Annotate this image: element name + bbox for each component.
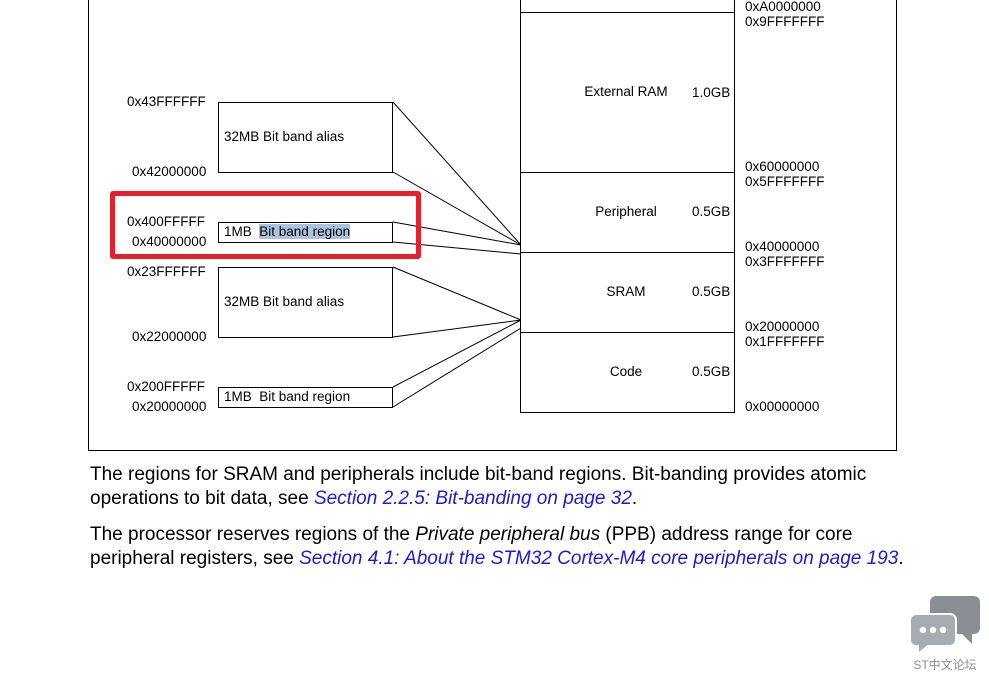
paragraph-2-text-a: The processor reserves regions of the xyxy=(90,524,416,545)
addr-right-60000000: 0x60000000 xyxy=(745,159,820,174)
connector-lines xyxy=(392,101,522,408)
bit-band-region-line-1: 1MB Bit band region xyxy=(224,224,351,240)
bit-band-region-label-selected: Bit band region xyxy=(259,224,351,239)
peripheral-label: Peripheral xyxy=(595,204,657,219)
forum-watermark[interactable]: ST中文论坛 xyxy=(908,594,982,674)
paragraph-bit-banding: The regions for SRAM and peripherals inc… xyxy=(90,463,920,511)
addr-region1-bottom: 0x40000000 xyxy=(132,234,207,249)
paragraph-1-text: The regions for SRAM and peripherals inc… xyxy=(90,464,867,509)
addr-region1-top: 0x400FFFFF xyxy=(127,214,206,229)
addr-alias2-bottom: 0x22000000 xyxy=(132,329,207,344)
bit-band-region-box-2: 1MB Bit band region xyxy=(218,387,393,408)
divider-periph-sram xyxy=(520,252,735,253)
bit-band-alias-label-2: 32MB Bit band alias xyxy=(224,294,345,309)
code-size: 0.5GB xyxy=(692,364,731,379)
forum-label: ST中文论坛 xyxy=(913,658,977,672)
addr-right-20000000: 0x20000000 xyxy=(745,319,820,334)
bit-band-region-size-1: 1MB xyxy=(224,224,252,239)
external-ram-label: External RAM xyxy=(584,84,668,99)
divider-top xyxy=(520,12,735,13)
addr-region2-top: 0x200FFFFF xyxy=(127,379,206,394)
red-highlight-box xyxy=(110,191,421,259)
addr-right-9fffffff: 0x9FFFFFFF xyxy=(745,14,825,29)
link-section-2-2-5[interactable]: Section 2.2.5: Bit-banding on page 32 xyxy=(313,488,632,509)
bit-band-alias-label-1: 32MB Bit band alias xyxy=(224,129,345,144)
addr-alias1-bottom: 0x42000000 xyxy=(132,164,207,179)
addr-right-a0000000: 0xA0000000 xyxy=(745,0,821,14)
sram-size: 0.5GB xyxy=(692,284,731,299)
link-section-4-1[interactable]: Section 4.1: About the STM32 Cortex-M4 c… xyxy=(299,548,899,569)
addr-alias1-top: 0x43FFFFFF xyxy=(127,94,206,109)
divider-sram-code xyxy=(520,332,735,333)
paragraph-2-end: . xyxy=(898,548,904,569)
peripheral-size: 0.5GB xyxy=(692,204,731,219)
addr-alias2-top: 0x23FFFFFF xyxy=(127,264,206,279)
paragraph-1-end: . xyxy=(631,488,638,509)
paragraph-ppb: The processor reserves regions of the Pr… xyxy=(90,523,905,571)
addr-region2-bottom: 0x20000000 xyxy=(132,399,207,414)
bit-band-alias-box-2: 32MB Bit band alias xyxy=(218,267,393,338)
divider-ext-periph xyxy=(520,172,735,173)
addr-right-5fffffff: 0x5FFFFFFF xyxy=(745,174,825,189)
paragraph-2-text-b: (PPB) address range for core peripheral … xyxy=(90,524,853,569)
memory-map-figure: External RAM 1.0GB Peripheral 0.5GB SRAM… xyxy=(88,0,897,451)
bit-band-region-box-1: 1MB Bit band region xyxy=(218,222,393,243)
addr-right-3fffffff: 0x3FFFFFFF xyxy=(745,254,825,269)
sram-label: SRAM xyxy=(606,284,646,299)
memory-column xyxy=(520,0,735,413)
code-label: Code xyxy=(609,364,643,379)
addr-right-40000000: 0x40000000 xyxy=(745,239,820,254)
addr-right-00000000: 0x00000000 xyxy=(745,399,820,414)
addr-right-1fffffff: 0x1FFFFFFF xyxy=(745,334,825,349)
bit-band-alias-box-1: 32MB Bit band alias xyxy=(218,102,393,173)
chat-bubbles-icon xyxy=(909,596,980,654)
bit-band-region-label-2: 1MB Bit band region xyxy=(224,389,351,404)
paragraph-2-italic: Private peripheral bus xyxy=(415,524,601,545)
external-ram-size: 1.0GB xyxy=(692,85,731,100)
